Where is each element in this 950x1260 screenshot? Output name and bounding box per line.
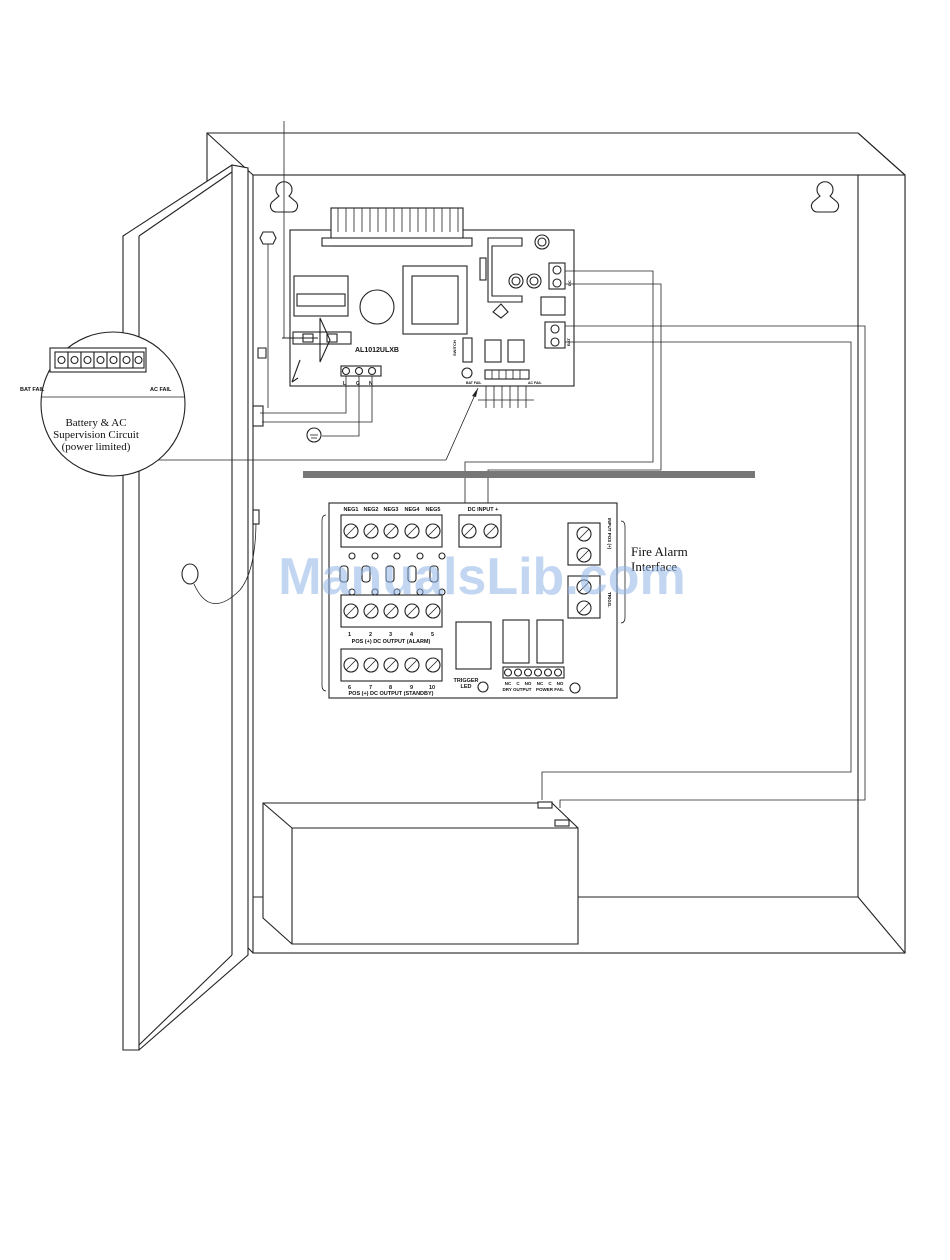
grounding-nut: [259, 231, 277, 245]
alarm-number-4: 4: [410, 632, 414, 638]
ac-input-terminal: L G N: [340, 365, 382, 387]
trigger-side-label: TRIGG.: [607, 592, 612, 608]
standby-number-7: 7: [369, 685, 372, 691]
svg-text:SWITCH: SWITCH: [452, 340, 457, 356]
dc-output-terminal: DC: [548, 262, 572, 290]
standby-number-8: 8: [389, 685, 392, 691]
trigger-led-label-2: LED: [461, 684, 472, 690]
mounting-keyhole-right: [810, 181, 840, 213]
ac-terminal-l: L: [343, 381, 346, 387]
neg4-label: NEG4: [405, 507, 421, 513]
callout-caption-line3: (power limited): [62, 441, 131, 453]
power-fail-label: POWER FAIL: [536, 687, 564, 692]
neg3-label: NEG3: [384, 507, 399, 513]
board-ac-fail-label: AC FAIL: [528, 381, 542, 385]
contact-label-nc1: NC: [505, 681, 512, 686]
ac-wiring: [260, 376, 373, 443]
relay-1: [502, 619, 530, 664]
callout-terminal-block: [54, 351, 145, 369]
dry-output-label: DRY OUTPUT: [502, 687, 531, 692]
power-supply-board: SWITCH BAT FAIL AC FAIL AL1012ULXB: [282, 207, 575, 408]
contact-label-no1: NO: [525, 681, 532, 686]
fuse-holder: [293, 275, 349, 317]
neg1-label: NEG1: [344, 507, 359, 513]
output-fuses: [339, 552, 446, 596]
neg2-label: NEG2: [364, 507, 379, 513]
separator-bar: [303, 471, 755, 478]
standby-number-9: 9: [410, 685, 413, 691]
relay-2: [536, 619, 564, 664]
heat-sink: [321, 207, 473, 247]
alarm-output-label: POS (+) DC OUTPUT (ALARM): [352, 639, 431, 645]
board-bat-fail-label: BAT FAIL: [466, 381, 482, 385]
standby-output-label: POS (+) DC OUTPUT (STANDBY): [349, 691, 434, 697]
fire-alarm-input-terminal: [567, 522, 601, 619]
contact-label-c1: C: [516, 681, 520, 686]
callout-caption-line2: Supervision Circuit: [53, 429, 139, 441]
relay-output-terminal: [502, 666, 565, 679]
watermark: ManualsLib.com: [278, 548, 685, 606]
battery-terminal-pos: [554, 819, 570, 827]
dc-input-label: DC INPUT +: [468, 507, 499, 513]
callout-caption-line1: Battery & AC: [65, 417, 126, 429]
transformer: [402, 265, 468, 335]
alarm-number-3: 3: [389, 632, 392, 638]
supervision-callout: BAT FAIL AC FAIL Battery & AC Supervisio…: [20, 331, 479, 477]
power-fail-led: [569, 682, 581, 694]
negative-terminal-block: [340, 514, 443, 548]
standby-number-6: 6: [348, 685, 351, 691]
trigger-led: [477, 681, 489, 693]
capacitor: [359, 289, 395, 325]
callout-ac-fail-label: AC FAIL: [150, 387, 172, 393]
enclosure-door: [122, 164, 267, 1051]
mounting-keyhole-left: [269, 181, 299, 213]
contact-label-nc2: NC: [537, 681, 544, 686]
trigger-led-label: TRIGGER: [453, 678, 478, 684]
input-side-label: INPUT POS (+): [607, 518, 612, 550]
dc-output-label: DC: [567, 280, 572, 286]
dc-wiring: [464, 270, 866, 808]
fire-alarm-label-1: Fire Alarm: [631, 544, 688, 559]
alarm-number-5: 5: [431, 632, 434, 638]
fire-alarm-label-2: Interface: [631, 559, 677, 574]
alarm-number-2: 2: [369, 632, 372, 638]
standby-number-10: 10: [429, 685, 435, 691]
trigger-relay: [455, 621, 492, 670]
distribution-board: NEG1 NEG2 NEG3 NEG4 NEG5 DC INPUT +: [321, 502, 626, 699]
neg5-label: NEG5: [426, 507, 441, 513]
dc-input-terminal: [458, 514, 502, 548]
contact-label-no2: NO: [557, 681, 564, 686]
battery-terminal: BAT: [544, 321, 571, 349]
callout-bat-fail-label: BAT FAIL: [20, 387, 45, 393]
battery: [262, 801, 579, 945]
alarm-number-1: 1: [348, 632, 351, 638]
board-bottom-terminal: BAT FAIL AC FAIL: [466, 369, 542, 408]
alarm-output-terminal-block: [340, 594, 443, 628]
battery-terminal-neg: [537, 801, 553, 809]
ac-terminal-n: N: [369, 381, 373, 387]
door-lock: [181, 563, 199, 585]
board-model-label: AL1012ULXB: [355, 347, 399, 354]
standby-output-terminal-block: [340, 648, 443, 682]
ac-terminal-g: G: [356, 381, 360, 387]
contact-label-c2: C: [548, 681, 552, 686]
